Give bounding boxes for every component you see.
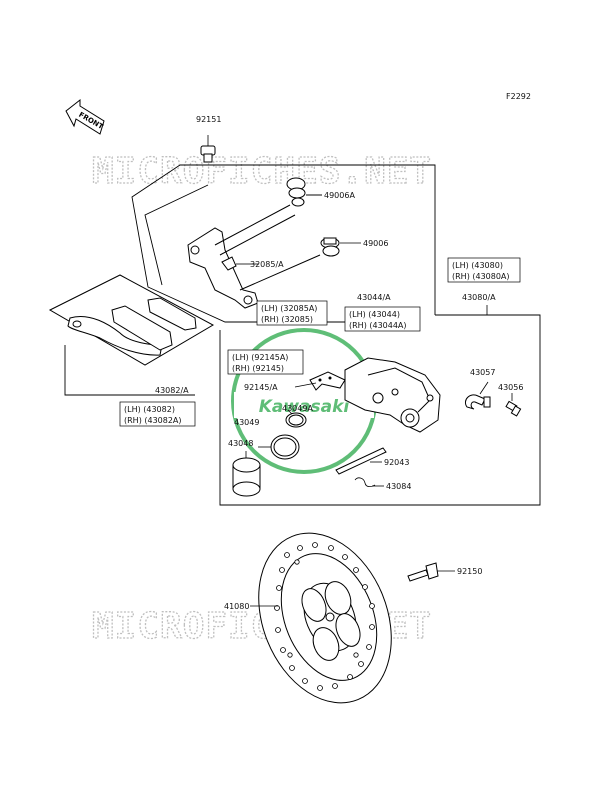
brake-disc [258, 532, 392, 704]
label-49006: 49006 [363, 239, 388, 248]
variant-box-43044: (LH) (43044) (RH) (43044A) [344, 306, 421, 332]
variant-43080-rh: (RH) (43080A) [452, 272, 510, 281]
label-43057: 43057 [470, 368, 495, 377]
piston-43048 [232, 457, 261, 497]
variant-box-92145: (LH) (92145A) (RH) (92145) [227, 349, 304, 375]
label-92043: 92043 [384, 458, 409, 467]
bolt-92150 [407, 562, 455, 582]
label-43049a: 43049A [282, 404, 313, 413]
bolt-92151 [200, 135, 216, 163]
label-43056: 43056 [498, 383, 523, 392]
caliper-bracket [187, 204, 321, 309]
logo-text: Kawasaki [259, 397, 351, 417]
pad-spring-92145 [309, 371, 346, 391]
seal-43049 [270, 434, 300, 460]
frame-inner [144, 184, 209, 286]
label-43044a: 43044/A [357, 293, 391, 302]
label-41080: 41080 [224, 602, 249, 611]
frame-top [180, 164, 436, 315]
frame-pads [64, 345, 195, 396]
variant-43082-lh: (LH) (43082) [124, 405, 175, 414]
variant-92145-rh: (RH) (92145) [232, 364, 284, 373]
front-arrow-icon: FRONT [65, 98, 105, 135]
label-32085a: 32085/A [250, 260, 284, 269]
variant-43044-lh: (LH) (43044) [349, 310, 400, 319]
label-92151: 92151 [196, 115, 221, 124]
boot-49006a [286, 177, 322, 207]
label-92150: 92150 [457, 567, 482, 576]
leader-lines [160, 194, 513, 607]
watermark-top: MICROFICHES.NET [92, 151, 432, 192]
variant-43082-rh: (RH) (43082A) [124, 416, 182, 425]
bleeder-valve-43056 [505, 400, 522, 417]
label-43080a: 43080/A [462, 293, 496, 302]
figure-code: F2292 [506, 92, 531, 101]
label-92145a: 92145/A [244, 383, 278, 392]
label-43049: 43049 [234, 418, 259, 427]
pad-spring-32085 [221, 256, 248, 271]
variant-box-32085: (LH) (32085A) (RH) (32085) [256, 300, 328, 326]
variant-32085-rh: (RH) (32085) [261, 315, 313, 324]
variant-43044-rh: (RH) (43044A) [349, 321, 407, 330]
seal-43049a [285, 412, 307, 428]
variant-32085-lh: (LH) (32085A) [261, 304, 317, 313]
variant-box-43082: (LH) (43082) (RH) (43082A) [119, 401, 196, 427]
variant-92145-lh: (LH) (92145A) [232, 353, 288, 362]
label-43048: 43048 [228, 439, 253, 448]
brake-pads [48, 274, 215, 366]
clip-43084 [354, 477, 376, 488]
label-49006a: 49006A [324, 191, 355, 200]
frame-caliper [219, 314, 541, 506]
label-43082a: 43082/A [155, 386, 189, 395]
bleeder-cap-43057 [464, 394, 491, 410]
variant-box-43080: (LH) (43080) (RH) (43080A) [447, 257, 521, 283]
boot-49006 [320, 237, 361, 257]
variant-43080-lh: (LH) (43080) [452, 261, 503, 270]
label-43084: 43084 [386, 482, 411, 491]
pin-92043 [335, 447, 387, 475]
caliper-body [344, 357, 441, 433]
